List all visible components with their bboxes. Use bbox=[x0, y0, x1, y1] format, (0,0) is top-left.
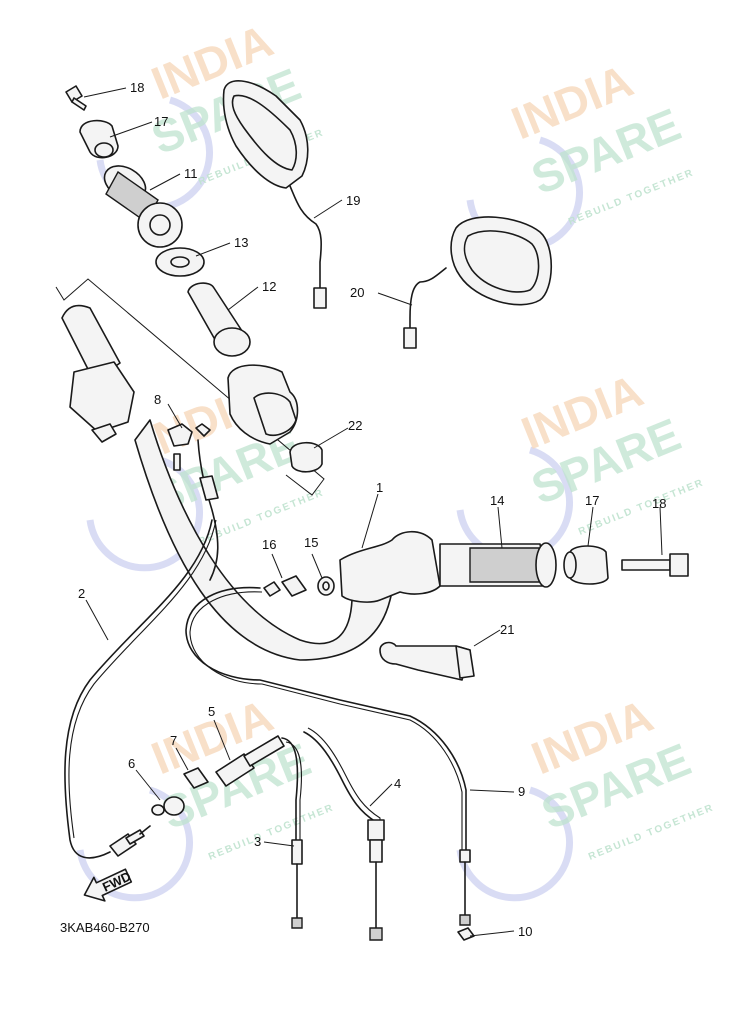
svg-text:FWD: FWD bbox=[100, 869, 133, 895]
callout-16: 16 bbox=[262, 537, 276, 552]
part-4-cable bbox=[303, 731, 377, 841]
callout-9: 9 bbox=[518, 784, 525, 799]
part-16-adjuster bbox=[263, 575, 307, 597]
callout-3: 3 bbox=[254, 834, 261, 849]
part-4-cable-end bbox=[367, 819, 385, 941]
switch-wire bbox=[197, 439, 219, 581]
part-3-cable-sheath bbox=[285, 741, 303, 840]
wrench-logo-icon bbox=[456, 786, 573, 902]
left-handlebar-stub bbox=[61, 304, 135, 443]
part-2-cable-sheath bbox=[68, 519, 217, 839]
part-3-cable bbox=[281, 737, 299, 841]
watermark-bottom-right: INDIA SPARE REBUILD TOGETHER bbox=[456, 689, 716, 902]
part-9-throttle-cable bbox=[185, 586, 467, 851]
part-17-bar-end-weight-right bbox=[563, 545, 609, 585]
part-8-clamp bbox=[167, 423, 211, 471]
part-2-cable-end bbox=[109, 825, 151, 857]
callout-13: 13 bbox=[234, 235, 248, 250]
callout-17-right: 17 bbox=[585, 493, 599, 508]
part-12-inner-tube bbox=[187, 282, 251, 357]
callout-20: 20 bbox=[350, 285, 364, 300]
watermark-mid-right: INDIA SPARE REBUILD TOGETHER bbox=[456, 364, 706, 562]
part-9-throttle-cable-sheath bbox=[189, 591, 463, 850]
part-15-nut bbox=[317, 576, 335, 596]
part-7-holder bbox=[183, 767, 209, 789]
part-18-bar-end-bolt-right bbox=[621, 553, 689, 577]
callout-1: 1 bbox=[376, 480, 383, 495]
callout-14: 14 bbox=[490, 493, 504, 508]
diagram-code: 3KAB460-B270 bbox=[60, 920, 150, 935]
switch-wire-connector bbox=[199, 475, 219, 501]
callout-18-top: 18 bbox=[130, 80, 144, 95]
callout-11: 11 bbox=[184, 166, 198, 181]
callout-labels: 18 17 11 13 12 19 20 8 22 1 14 17 18 16 … bbox=[78, 80, 666, 939]
part-22-collar bbox=[289, 441, 323, 473]
callout-22: 22 bbox=[348, 418, 362, 433]
part-2-cable bbox=[64, 519, 213, 859]
callout-8: 8 bbox=[154, 392, 161, 407]
left-switch-housing bbox=[227, 364, 299, 445]
part-6-lock-nut bbox=[151, 796, 185, 816]
part-20-right-mirror bbox=[403, 216, 553, 349]
callout-10: 10 bbox=[518, 924, 532, 939]
left-switch-group-outline bbox=[55, 278, 325, 496]
part-17-bar-end-weight-left bbox=[79, 119, 119, 159]
part-21-throttle-sleeve bbox=[379, 641, 475, 681]
callout-19: 19 bbox=[346, 193, 360, 208]
fwd-arrow-icon bbox=[83, 868, 133, 902]
part-19-left-mirror bbox=[222, 80, 327, 309]
callout-leaders bbox=[83, 87, 663, 937]
callout-5: 5 bbox=[208, 704, 215, 719]
part-5-adjuster-sleeve bbox=[215, 735, 285, 787]
part-1-throttle-housing bbox=[339, 530, 441, 603]
part-13-washer bbox=[155, 247, 205, 277]
callout-2: 2 bbox=[78, 586, 85, 601]
part-4-cable-sheath bbox=[307, 727, 381, 840]
part-14-right-grip bbox=[439, 542, 557, 588]
callout-6: 6 bbox=[128, 756, 135, 771]
callout-21: 21 bbox=[500, 622, 514, 637]
part-11-left-grip bbox=[103, 165, 183, 248]
part-18-bar-end-bolt-left bbox=[65, 85, 87, 111]
part-9-cable-end bbox=[459, 849, 471, 926]
callout-12: 12 bbox=[262, 279, 276, 294]
callout-15: 15 bbox=[304, 535, 318, 550]
callout-17-top: 17 bbox=[154, 114, 168, 129]
callout-18-right: 18 bbox=[652, 496, 666, 511]
part-3-cable-end bbox=[291, 839, 303, 929]
callout-7: 7 bbox=[170, 733, 177, 748]
part-10-cable-end-nipple bbox=[457, 927, 475, 941]
callout-4: 4 bbox=[394, 776, 401, 791]
